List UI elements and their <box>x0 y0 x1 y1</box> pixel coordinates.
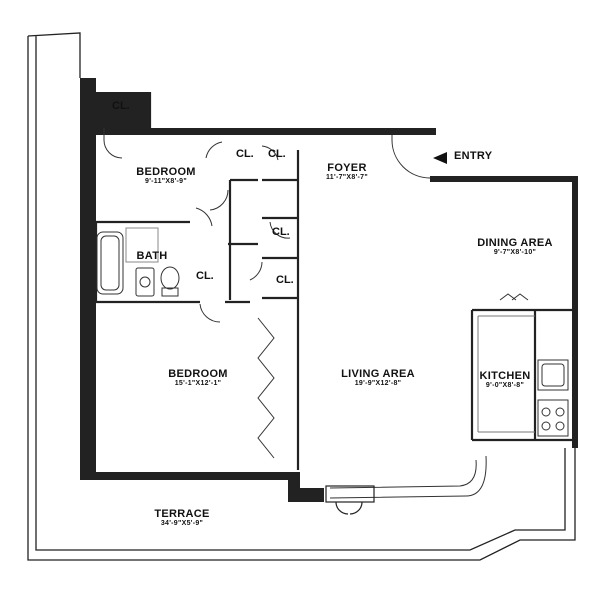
dining-label: DINING AREA 9'-7"X8'-10" <box>470 237 560 256</box>
kitchen-fixtures <box>477 315 569 437</box>
closet-label-bedroom-1: CL. <box>236 148 254 160</box>
dining-size: 9'-7"X8'-10" <box>493 249 537 256</box>
closet-label-bath: CL. <box>196 270 214 282</box>
living-size: 19'-9"X12'-8" <box>354 380 402 387</box>
bedroom-small-label: BEDROOM 9'-11"X8'-9" <box>118 166 214 185</box>
living-label: LIVING AREA 19'-9"X12'-8" <box>330 368 426 387</box>
bedroom-large-size: 15'-1"X12'-1" <box>174 380 222 387</box>
entry-arrow-icon <box>433 152 447 164</box>
terrace-size: 34'-9"X5'-9" <box>160 520 204 527</box>
foyer-name: FOYER <box>327 162 367 174</box>
bath-fixtures <box>96 227 180 297</box>
bedroom-small-size: 9'-11"X8'-9" <box>145 178 187 185</box>
living-name: LIVING AREA <box>341 368 415 380</box>
bedroom-large-label: BEDROOM 15'-1"X12'-1" <box>150 368 246 387</box>
bath-label: BATH <box>132 250 172 262</box>
interior-walls <box>86 92 572 470</box>
terrace-outline <box>27 32 576 561</box>
kitchen-size: 9'-0"X8'-8" <box>485 382 525 389</box>
foyer-size: 11'-7"X8'-7" <box>326 174 368 181</box>
door-swings <box>103 128 529 499</box>
kitchen-label: KITCHEN 9'-0"X8'-8" <box>474 370 536 389</box>
closet-label-bedroom-2: CL. <box>268 148 286 160</box>
closet-label-hall-2: CL. <box>276 274 294 286</box>
kitchen-name: KITCHEN <box>479 370 531 382</box>
foyer-label: FOYER 11'-7"X8'-7" <box>312 162 382 181</box>
closet-label-top: CL. <box>112 100 130 112</box>
terrace-label: TERRACE 34'-9"X5'-9" <box>140 508 224 527</box>
bath-name: BATH <box>136 250 168 262</box>
terrace-name: TERRACE <box>154 508 210 520</box>
exterior-walls <box>80 78 578 502</box>
closet-doors <box>257 317 275 459</box>
entry-label: ENTRY <box>454 150 493 162</box>
bedroom-small-name: BEDROOM <box>136 166 196 178</box>
terrace-door <box>325 485 375 515</box>
dining-name: DINING AREA <box>477 237 553 249</box>
closet-label-hall-1: CL. <box>272 226 290 238</box>
bedroom-large-name: BEDROOM <box>168 368 228 380</box>
